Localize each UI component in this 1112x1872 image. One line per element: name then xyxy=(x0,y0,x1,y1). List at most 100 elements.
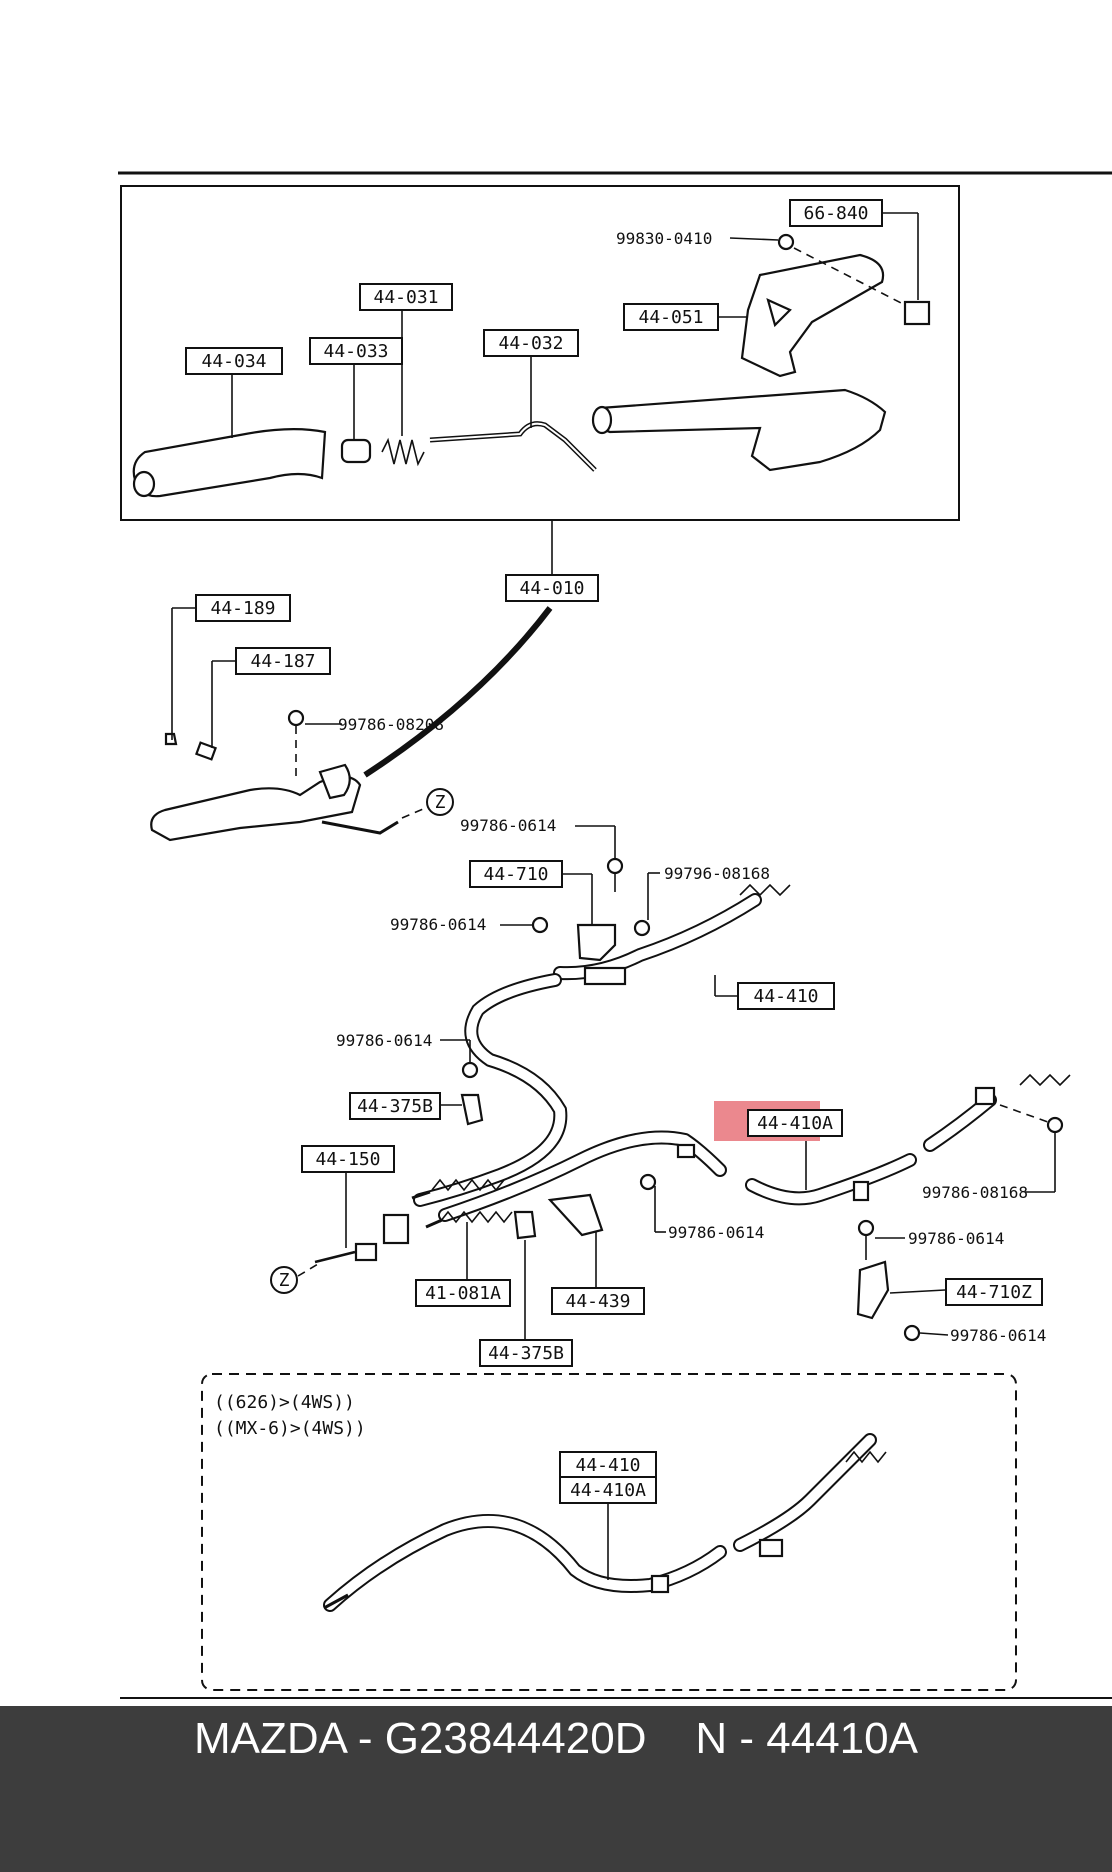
svg-text:44-410A: 44-410A xyxy=(757,1113,833,1134)
label-99786-0614-f: 99786-0614 xyxy=(950,1326,1046,1345)
bolt-99786-0614-e-shape xyxy=(857,1219,875,1237)
svg-text:41-081A: 41-081A xyxy=(425,1283,501,1304)
variant-label-44-410a: 44-410A xyxy=(559,1476,657,1504)
label-44-187: 44-187 xyxy=(235,647,331,675)
dash-bolt-bracket xyxy=(793,247,906,306)
label-99830-0410: 99830-0410 xyxy=(616,229,712,248)
bracket-44-710z-shape xyxy=(856,1260,890,1320)
cable-44-410a-end-inner xyxy=(925,1095,995,1150)
svg-text:44-710Z: 44-710Z xyxy=(956,1282,1032,1303)
lower-lever-shape xyxy=(150,775,362,842)
z-marker-top: Z xyxy=(435,792,446,813)
cable-44-410a-clip xyxy=(852,1180,870,1202)
label-44-710: 44-710 xyxy=(469,860,563,888)
svg-text:44-410: 44-410 xyxy=(575,1455,640,1476)
label-99796-08168: 99796-08168 xyxy=(664,864,770,883)
rear-cable-right-inner xyxy=(440,1132,725,1220)
label-99786-08208: 99786-08208 xyxy=(338,715,444,734)
label-44-034: 44-034 xyxy=(185,347,283,375)
label-44-010: 44-010 xyxy=(505,574,599,602)
label-66-840: 66-840 xyxy=(789,199,883,227)
bolt-99830-0410-shape xyxy=(777,233,795,251)
variant-cable-right-inner xyxy=(735,1435,875,1550)
rear-cable-left-inner xyxy=(415,975,566,1205)
label-44-031: 44-031 xyxy=(359,283,453,311)
release-rod xyxy=(429,421,597,472)
cable-clamp-mid xyxy=(676,1143,696,1159)
label-44-189: 44-189 xyxy=(195,594,291,622)
bolt-99786-0614-d-shape xyxy=(639,1173,657,1191)
equalizer-bracket-44-710 xyxy=(576,923,617,962)
svg-text:44-189: 44-189 xyxy=(210,598,275,619)
z-marker-top-circle xyxy=(426,788,454,816)
svg-text:66-840: 66-840 xyxy=(803,203,868,224)
leader-99830 xyxy=(729,237,779,241)
spring-shape xyxy=(381,437,425,467)
svg-text:44-034: 44-034 xyxy=(201,351,266,372)
svg-text:44-010: 44-010 xyxy=(519,578,584,599)
dash-z-bottom xyxy=(297,1263,319,1277)
dash-08168 xyxy=(999,1104,1049,1123)
bolt-99796-08168-shape xyxy=(633,919,651,937)
lever-body-end xyxy=(591,405,613,435)
label-99786-0614-a: 99786-0614 xyxy=(460,816,556,835)
variant-cable-threads xyxy=(845,1450,887,1464)
label-44-032: 44-032 xyxy=(483,329,579,357)
release-button xyxy=(340,438,372,464)
svg-text:44-051: 44-051 xyxy=(638,307,703,328)
rear-left-end xyxy=(411,1190,431,1200)
label-44-375b-b: 44-375B xyxy=(479,1339,573,1367)
label-44-410: 44-410 xyxy=(737,982,835,1010)
lever-grip-shape xyxy=(132,428,327,498)
part-number-caption: MAZDA - G23844420D N - 44410A xyxy=(194,1714,918,1763)
cable-44-410a-bracket xyxy=(974,1086,996,1106)
bracket-shape xyxy=(740,253,885,378)
pin-44-187-shape xyxy=(195,741,217,761)
variant-label-44-410: 44-410 xyxy=(559,1451,657,1479)
svg-text:44-410A: 44-410A xyxy=(570,1480,646,1501)
label-99786-08168: 99786-08168 xyxy=(922,1183,1028,1202)
caption-bar xyxy=(0,1706,1112,1872)
svg-text:44-375B: 44-375B xyxy=(488,1343,564,1364)
clip-44-375b-b xyxy=(513,1210,537,1240)
variant-condition-mx6: ((MX-6)>(4WS)) xyxy=(214,1418,366,1439)
bolt-99786-0614-b-shape xyxy=(531,916,549,934)
label-99786-0614-b: 99786-0614 xyxy=(390,915,486,934)
rod-44-150 xyxy=(314,1250,356,1264)
label-44-375b-a: 44-375B xyxy=(349,1092,441,1120)
variant-condition-626: ((626)>(4WS)) xyxy=(214,1392,355,1413)
variant-bracket xyxy=(758,1538,784,1558)
variant-frame xyxy=(201,1373,1017,1691)
svg-text:44-410: 44-410 xyxy=(753,986,818,1007)
lower-lever-bracket xyxy=(318,763,351,800)
lever-assembly-frame xyxy=(120,185,960,521)
bolt-99786-08208-shape xyxy=(287,709,305,727)
clip-44-189-shape xyxy=(164,732,178,746)
label-41-081a: 41-081A xyxy=(415,1279,511,1307)
svg-text:44-033: 44-033 xyxy=(323,341,388,362)
bracket-hole xyxy=(766,298,792,328)
label-44-033: 44-033 xyxy=(309,337,403,365)
svg-text:44-031: 44-031 xyxy=(373,287,438,308)
svg-text:44-032: 44-032 xyxy=(498,333,563,354)
assembly-connector xyxy=(363,606,553,778)
junction-block xyxy=(583,966,627,986)
svg-text:44-375B: 44-375B xyxy=(357,1096,433,1117)
rod-to-z xyxy=(321,820,399,835)
grip-end xyxy=(132,470,156,498)
label-99786-0614-c: 99786-0614 xyxy=(336,1031,432,1050)
label-44-439: 44-439 xyxy=(551,1287,645,1315)
leader-44-710z xyxy=(889,1289,946,1294)
cable-44-410a-threads xyxy=(1019,1073,1071,1087)
bracket-44-439 xyxy=(547,1193,604,1237)
rear-left-spring xyxy=(431,1178,505,1192)
variant-clip xyxy=(650,1574,670,1594)
clip-44-375b-a xyxy=(460,1093,484,1126)
bolt-99786-08168-shape xyxy=(1046,1116,1064,1134)
rear-right-end xyxy=(425,1218,443,1229)
svg-text:44-187: 44-187 xyxy=(250,651,315,672)
lever-body-shape xyxy=(597,388,887,472)
bolt-99786-0614-a-shape xyxy=(606,857,624,875)
